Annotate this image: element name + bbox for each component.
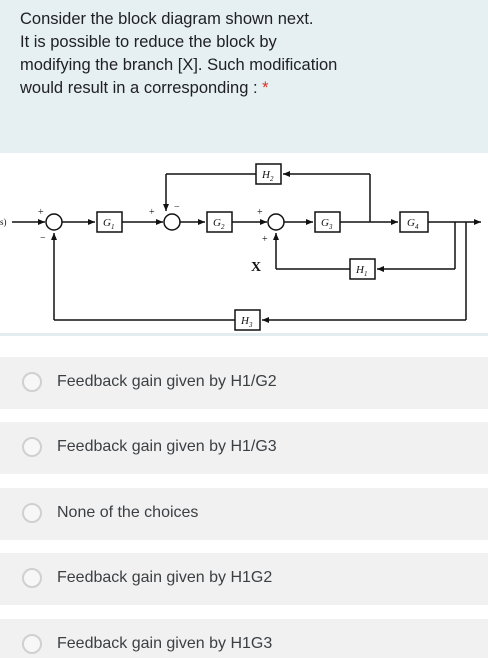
option-label: Feedback gain given by H1G2 <box>57 569 273 586</box>
radio-button[interactable] <box>22 503 42 523</box>
block-g1-label: G1 <box>103 217 114 231</box>
required-marker: * <box>262 79 269 97</box>
radio-button[interactable] <box>22 372 42 392</box>
option-5[interactable]: Feedback gain given by H1G3 <box>0 619 488 658</box>
radio-button[interactable] <box>22 634 42 654</box>
option-1[interactable]: Feedback gain given by H1/G2 <box>0 357 488 409</box>
question-text: Consider the block diagram shown next. I… <box>20 10 338 97</box>
sign-j2-top: − <box>174 202 180 213</box>
option-label: Feedback gain given by H1G3 <box>57 635 273 652</box>
sign-j3-bottom: + <box>262 234 268 245</box>
block-g2-label: G2 <box>213 217 225 231</box>
input-label: s) <box>0 217 7 227</box>
summing-junction-3 <box>267 213 285 231</box>
block-h1-label: H1 <box>355 264 367 278</box>
summing-junction-1 <box>45 213 63 231</box>
option-label: Feedback gain given by H1/G3 <box>57 438 277 455</box>
option-2[interactable]: Feedback gain given by H1/G3 <box>0 422 488 474</box>
sign-j1-bottom: − <box>40 233 46 244</box>
sign-j2-left: + <box>149 207 155 218</box>
block-diagram: G1 G2 G3 G4 H2 H1 H3 s) + − + − + + X <box>0 153 488 333</box>
question-title: Consider the block diagram shown next. I… <box>20 8 470 100</box>
radio-button[interactable] <box>22 568 42 588</box>
option-label: None of the choices <box>57 504 199 521</box>
option-label: Feedback gain given by H1/G2 <box>57 373 277 390</box>
block-diagram-svg: G1 G2 G3 G4 H2 H1 H3 s) + − + − + + X <box>0 163 481 331</box>
block-g3-label: G3 <box>321 217 333 231</box>
option-4[interactable]: Feedback gain given by H1G2 <box>0 553 488 605</box>
option-3[interactable]: None of the choices <box>0 488 488 540</box>
sign-j3-left: + <box>257 207 263 218</box>
radio-button[interactable] <box>22 437 42 457</box>
section-divider <box>0 333 488 336</box>
question-header: Consider the block diagram shown next. I… <box>0 0 488 153</box>
block-h3-label: H3 <box>240 315 253 329</box>
summing-junction-2 <box>163 213 181 231</box>
block-g4-label: G4 <box>407 217 419 231</box>
branch-x-label: X <box>251 260 261 275</box>
sign-j1-top: + <box>38 207 44 218</box>
block-h2-label: H2 <box>261 169 274 183</box>
